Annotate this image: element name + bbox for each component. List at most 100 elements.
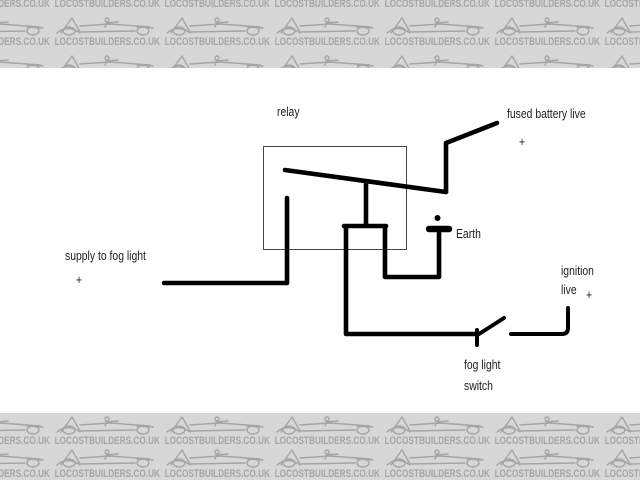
watermark-text: LOCOSTBUILDERS.CO.UK [54, 468, 160, 480]
watermark-text: LOCOSTBUILDERS.CO.UK [54, 0, 160, 10]
ignition-live-line1: ignition [561, 263, 594, 278]
car-logo-icon [276, 17, 374, 36]
watermark-text: LOCOSTBUILDERS.CO.UK [164, 435, 270, 447]
watermark-text: LOCOSTBUILDERS.CO.UK [604, 468, 640, 480]
wire-coil-to-switch [343, 225, 479, 337]
car-logo-icon [606, 449, 640, 468]
car-logo-icon [386, 416, 484, 435]
watermark-cell: LOCOSTBUILDERS.CO.UK [52, 54, 162, 68]
earth-ground-icon [425, 215, 453, 233]
watermark-cell: LOCOSTBUILDERS.CO.UK [52, 448, 162, 480]
watermark-text: LOCOSTBUILDERS.CO.UK [494, 468, 600, 480]
watermark-text: LOCOSTBUILDERS.CO.UK [274, 36, 380, 48]
watermark-cell: LOCOSTBUILDERS.CO.UK [272, 16, 382, 49]
car-logo-icon [56, 416, 154, 435]
watermark-cell: LOCOSTBUILDERS.CO.UK [162, 415, 272, 448]
car-logo-icon [56, 449, 154, 468]
supply-plus: + [76, 272, 83, 287]
car-logo-icon [280, 55, 374, 68]
watermark-cell: LOCOSTBUILDERS.CO.UK [272, 448, 382, 480]
watermark-cell: LOCOSTBUILDERS.CO.UK [162, 0, 272, 11]
watermark-cell: LOCOSTBUILDERS.CO.UK [162, 16, 272, 49]
watermark-text: LOCOSTBUILDERS.CO.UK [0, 435, 50, 447]
wire-fused-battery-live [443, 120, 500, 195]
watermark-text: LOCOSTBUILDERS.CO.UK [54, 435, 160, 447]
car-logo-icon [0, 59, 44, 68]
watermark-cell: LOCOSTBUILDERS.CO.UK [602, 448, 640, 480]
fog-light-switch-label: fog light switch [464, 354, 500, 396]
watermark-cell: LOCOSTBUILDERS.CO.UK [492, 415, 602, 448]
watermark-text: LOCOSTBUILDERS.CO.UK [54, 36, 160, 48]
wire-ignition-live [509, 306, 570, 336]
watermark-row: LOCOSTBUILDERS.CO.UK LOCOSTBUILDERS.CO.U… [0, 54, 640, 68]
car-logo-icon [386, 17, 484, 36]
watermark-row: LOCOSTBUILDERS.CO.UK LOCOSTBUILDERS.CO.U… [0, 16, 640, 49]
watermark-cell: LOCOSTBUILDERS.CO.UK [602, 16, 640, 49]
car-logo-icon [276, 416, 374, 435]
car-logo-icon [56, 17, 154, 36]
watermark-cell: LOCOSTBUILDERS.CO.UK [602, 54, 640, 68]
car-logo-icon [60, 55, 154, 68]
car-logo-icon [166, 449, 264, 468]
watermark-cell: LOCOSTBUILDERS.CO.UK [382, 16, 492, 49]
car-logo-icon [496, 449, 594, 468]
watermark-text: LOCOSTBUILDERS.CO.UK [274, 468, 380, 480]
watermark-cell: LOCOSTBUILDERS.CO.UK [382, 54, 492, 68]
watermark-text: LOCOSTBUILDERS.CO.UK [604, 36, 640, 48]
watermark-cell: LOCOSTBUILDERS.CO.UK [492, 448, 602, 480]
watermark-text: LOCOSTBUILDERS.CO.UK [164, 468, 270, 480]
watermark-text: LOCOSTBUILDERS.CO.UK [0, 36, 50, 48]
watermark-cell: LOCOSTBUILDERS.CO.UK [0, 415, 52, 448]
watermark-banner-top: LOCOSTBUILDERS.CO.UK LOCOSTBUILDERS.CO.U… [0, 0, 640, 68]
car-logo-icon [0, 453, 44, 468]
watermark-text: LOCOSTBUILDERS.CO.UK [274, 435, 380, 447]
watermark-cell: LOCOSTBUILDERS.CO.UK [382, 415, 492, 448]
watermark-cell: LOCOSTBUILDERS.CO.UK [52, 16, 162, 49]
watermark-text: LOCOSTBUILDERS.CO.UK [0, 468, 50, 480]
wire-supply-to-fog-light [161, 195, 290, 286]
car-logo-icon [0, 420, 44, 435]
watermark-cell: LOCOSTBUILDERS.CO.UK [602, 415, 640, 448]
wire-relay-contact-arm [282, 167, 449, 195]
wire-coil-to-earth [382, 225, 442, 280]
watermark-text: LOCOSTBUILDERS.CO.UK [0, 0, 50, 10]
car-logo-icon [496, 17, 594, 36]
watermark-cell: LOCOSTBUILDERS.CO.UK [0, 16, 52, 49]
relay-box [263, 146, 407, 250]
watermark-text: LOCOSTBUILDERS.CO.UK [384, 435, 490, 447]
watermark-cell: LOCOSTBUILDERS.CO.UK [272, 415, 382, 448]
car-logo-icon [610, 55, 640, 68]
car-logo-icon [386, 449, 484, 468]
supply-to-fog-light-label: supply to fog light [65, 248, 146, 263]
watermark-cell: LOCOSTBUILDERS.CO.UK [492, 16, 602, 49]
watermark-row: LOCOSTBUILDERS.CO.UK LOCOSTBUILDERS.CO.U… [0, 448, 640, 480]
watermark-text: LOCOSTBUILDERS.CO.UK [604, 435, 640, 447]
switch-arm [477, 316, 506, 336]
watermark-banner-bottom: LOCOSTBUILDERS.CO.UK LOCOSTBUILDERS.CO.U… [0, 413, 640, 480]
watermark-text: LOCOSTBUILDERS.CO.UK [604, 0, 640, 10]
car-logo-icon [170, 55, 264, 68]
car-logo-icon [496, 416, 594, 435]
ignition-live-line2: live [561, 282, 577, 297]
watermark-cell: LOCOSTBUILDERS.CO.UK [272, 0, 382, 11]
watermark-cell: LOCOSTBUILDERS.CO.UK [0, 54, 52, 68]
fused-battery-live-plus: + [519, 134, 526, 149]
watermark-text: LOCOSTBUILDERS.CO.UK [164, 0, 270, 10]
car-logo-icon [606, 17, 640, 36]
fog-light-switch-line1: fog light [464, 357, 501, 372]
car-logo-icon [0, 21, 44, 36]
car-logo-icon [166, 416, 264, 435]
fog-light-switch-line2: switch [464, 378, 493, 393]
fused-battery-live-label: fused battery live [507, 106, 586, 121]
watermark-cell: LOCOSTBUILDERS.CO.UK [52, 0, 162, 11]
car-logo-icon [606, 416, 640, 435]
watermark-text: LOCOSTBUILDERS.CO.UK [494, 0, 600, 10]
car-logo-icon [500, 55, 594, 68]
car-logo-icon [276, 449, 374, 468]
relay-label: relay [277, 104, 300, 119]
car-logo-icon [390, 55, 484, 68]
earth-label: Earth [456, 226, 481, 241]
watermark-row: LOCOSTBUILDERS.CO.UK LOCOSTBUILDERS.CO.U… [0, 415, 640, 448]
watermark-cell: LOCOSTBUILDERS.CO.UK [382, 0, 492, 11]
watermark-cell: LOCOSTBUILDERS.CO.UK [492, 0, 602, 11]
